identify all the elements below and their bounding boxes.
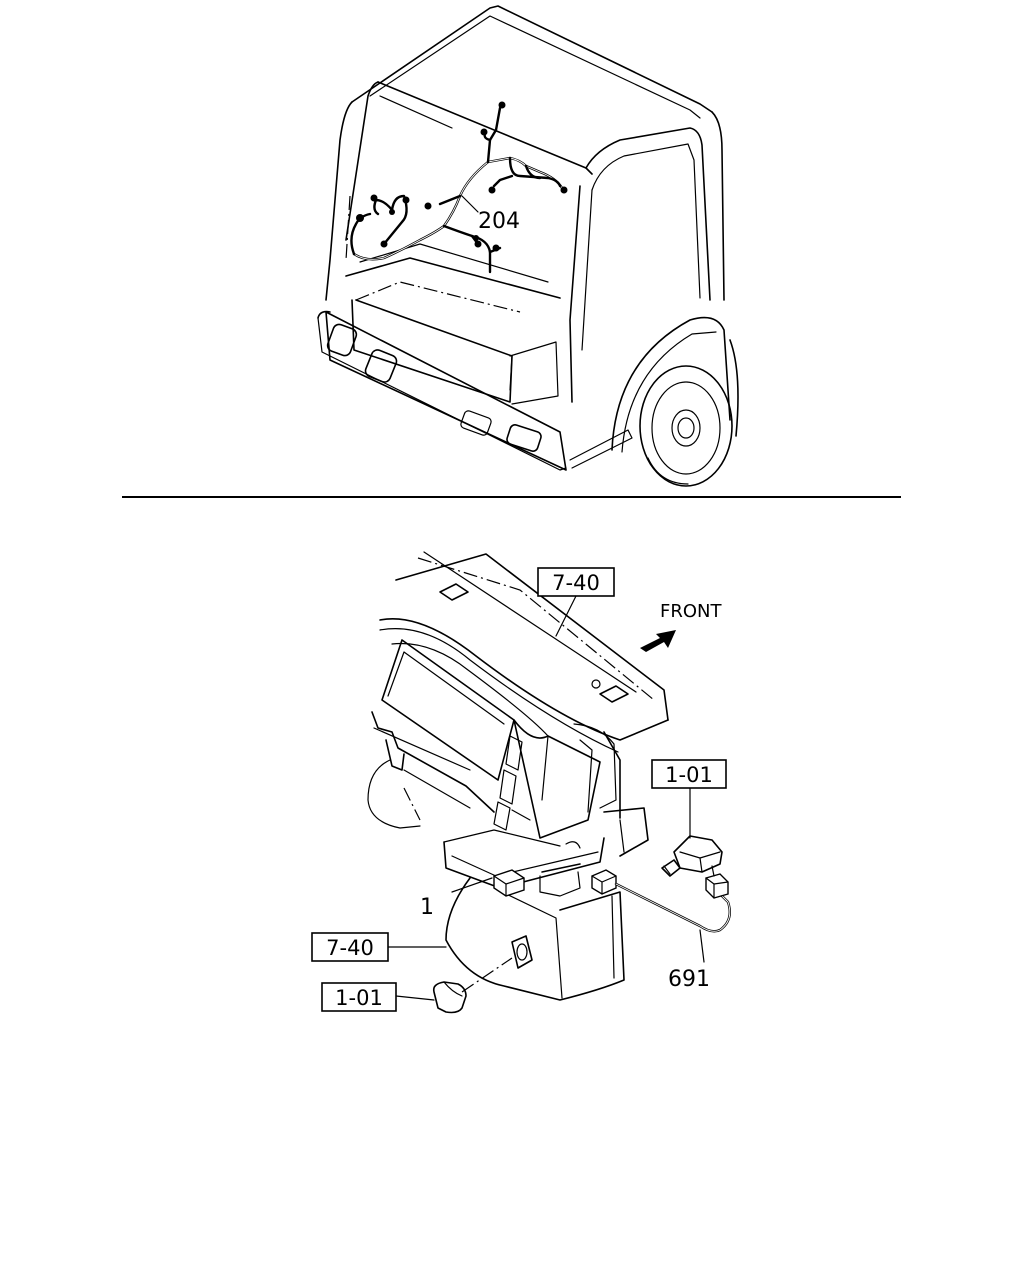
dashboard-panel-illustration	[367, 551, 669, 1001]
ref-box-switch-left: 1-01	[321, 982, 397, 1012]
svg-text:1-01: 1-01	[665, 763, 713, 787]
front-label: FRONT	[660, 601, 722, 622]
ref-box-panel-top: 7-40	[537, 567, 615, 637]
svg-text:7-40: 7-40	[326, 936, 374, 960]
door-switch-left	[395, 957, 513, 1014]
ref-box-switch-right: 1-01	[651, 759, 727, 789]
wiring-harness-204	[350, 101, 568, 274]
harness-part-number: 204	[478, 209, 520, 234]
wire-691	[614, 882, 731, 963]
door-switch-right	[661, 787, 729, 899]
connector-item-1	[451, 869, 525, 897]
ref-box-panel-left: 7-40	[311, 932, 447, 962]
truck-cab-illustration	[317, 5, 739, 487]
svg-text:7-40: 7-40	[552, 571, 600, 595]
svg-text:1-01: 1-01	[335, 986, 383, 1010]
connector-item-label: 1	[420, 895, 434, 920]
wire-item-label: 691	[668, 967, 710, 992]
front-arrow-icon	[640, 630, 676, 652]
wire-connector	[591, 869, 617, 895]
